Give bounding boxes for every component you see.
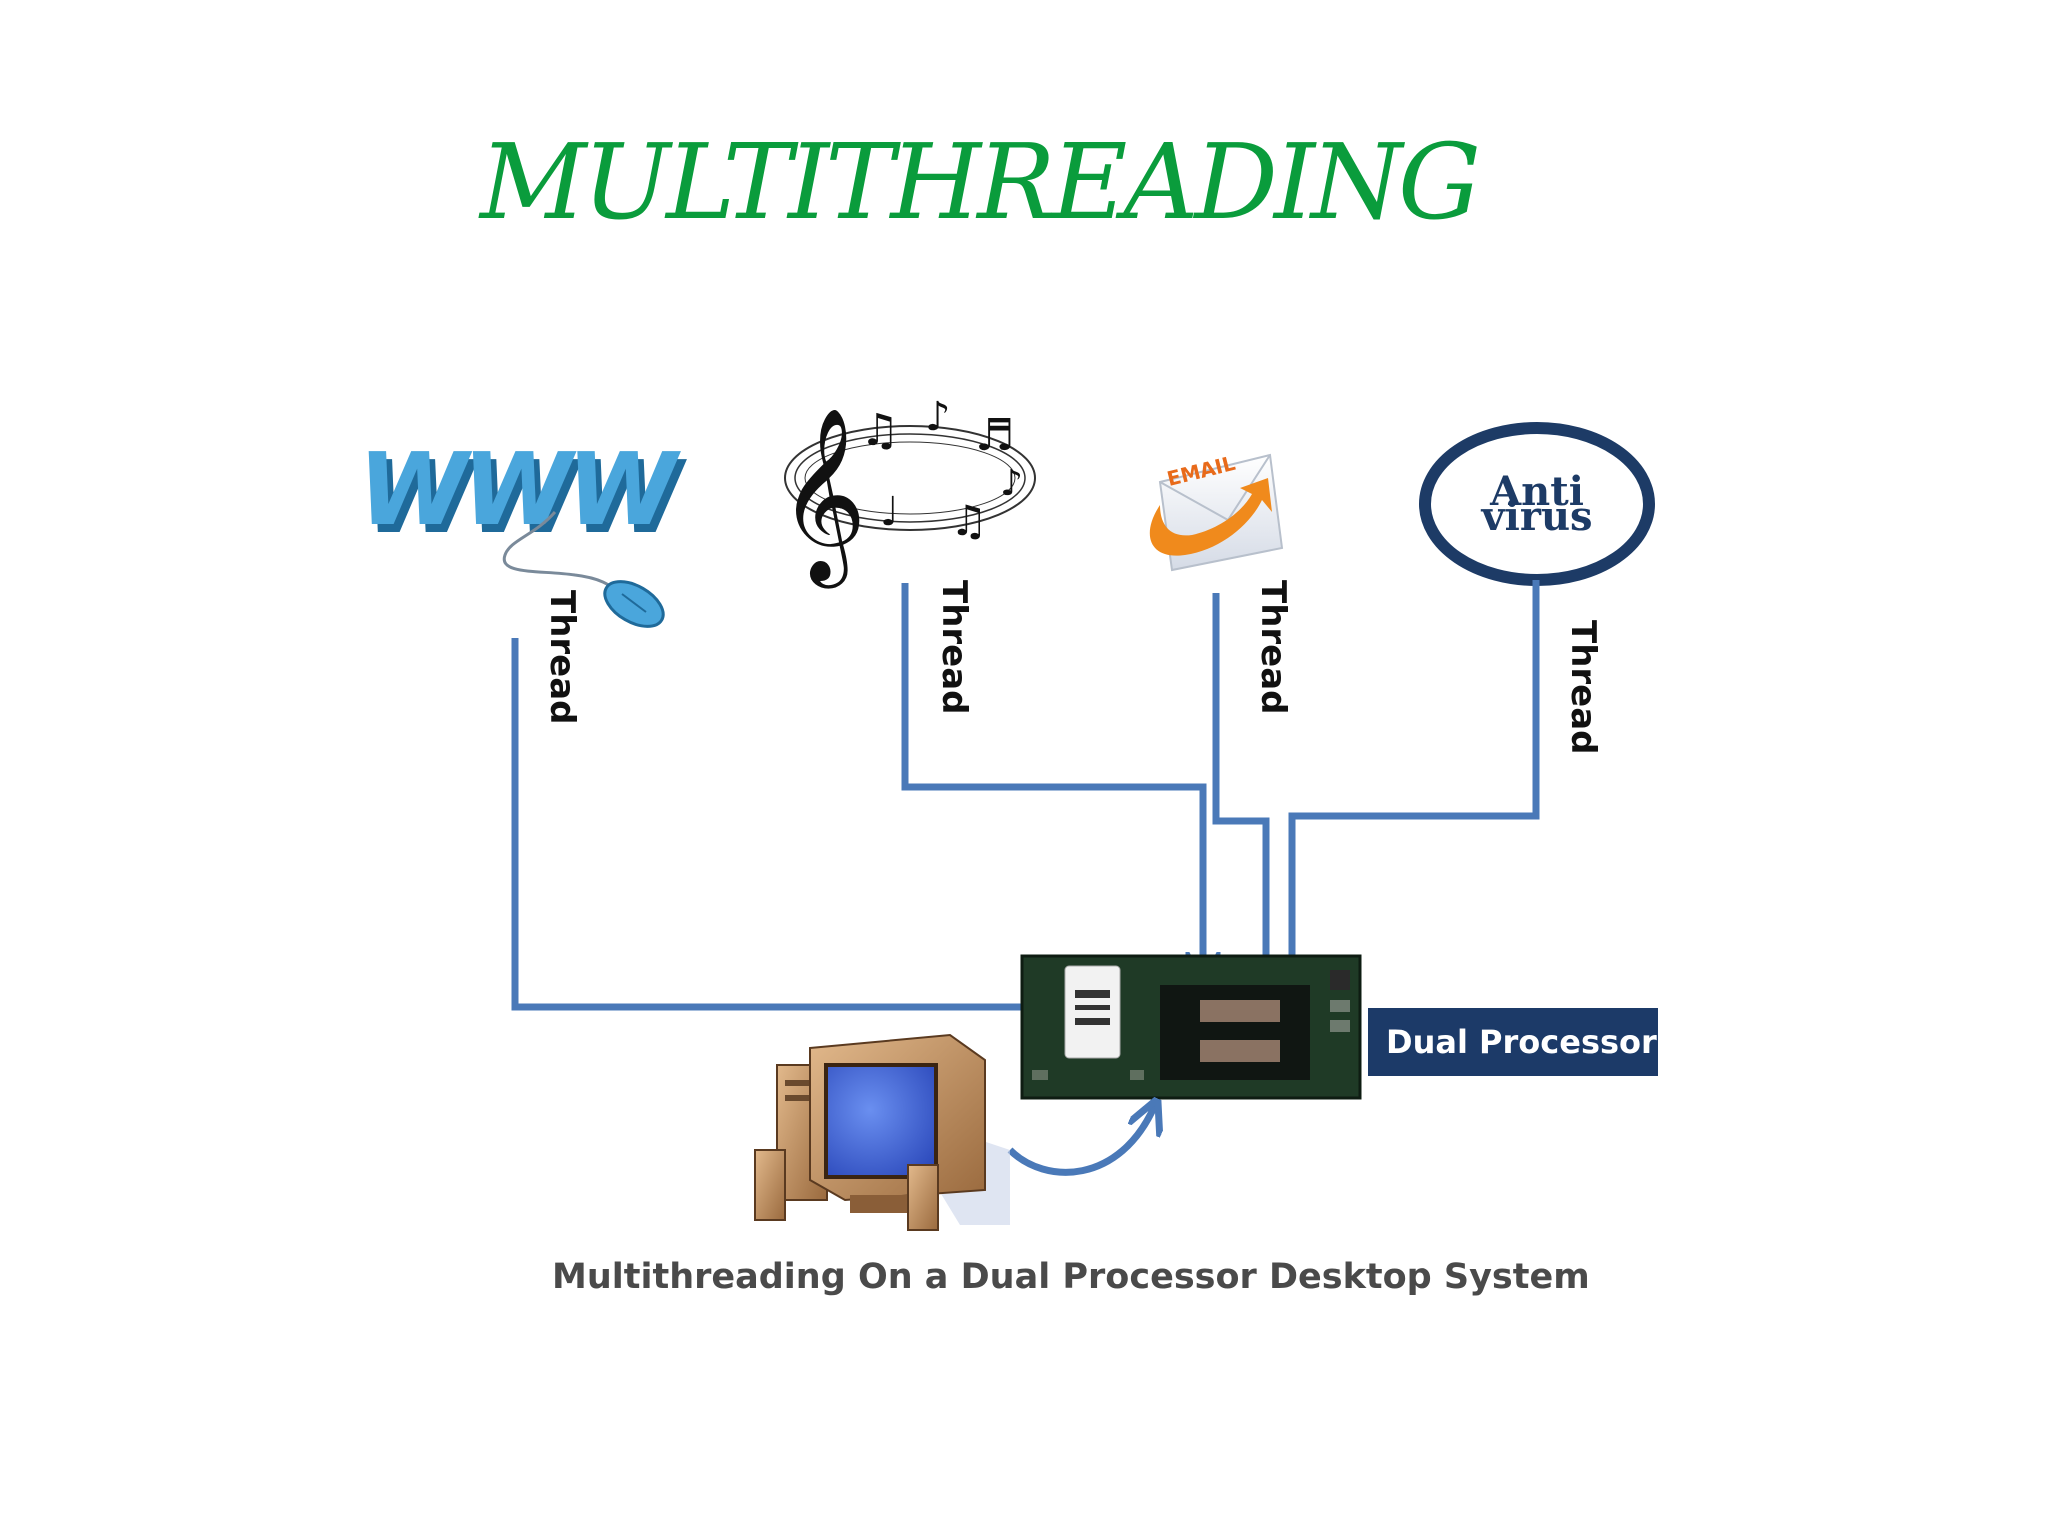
thread-line-1: [511, 638, 1196, 1007]
antivirus-label-line2: virus: [1480, 493, 1592, 540]
mouse-icon: [502, 511, 665, 628]
dual-processor-text: Dual Processor: [1386, 1023, 1657, 1061]
diagram-caption: Multithreading On a Dual Processor Deskt…: [552, 1257, 1590, 1297]
www-icon-shadow: WWW: [364, 439, 688, 556]
email-icon: EMAIL: [1149, 451, 1284, 572]
antivirus-icon: Anti virus: [1419, 422, 1655, 586]
thread-connectors: [511, 580, 1540, 1035]
thread-line-4: [1292, 580, 1540, 1035]
dual-processor-label: Dual Processor: [1368, 1008, 1658, 1076]
processor-board: [1020, 954, 1362, 1100]
thread-label-antivirus: Thread: [1563, 620, 1603, 755]
svg-text:𝄞: 𝄞: [778, 407, 867, 589]
svg-text:♫: ♫: [860, 405, 899, 456]
computer-to-processor-arrow: [1007, 1105, 1155, 1176]
svg-text:♬: ♬: [975, 410, 1014, 461]
svg-text:♩: ♩: [880, 489, 899, 535]
thread-label-email: Thread: [1253, 580, 1293, 715]
antivirus-label-line1: Anti: [1489, 468, 1584, 515]
thread-label-music: Thread: [934, 580, 974, 715]
music-notes-icon: 𝄞 ♫ ♪ ♬ ♩ ♫ ♪: [778, 394, 1036, 589]
desktop-computer-icon: [754, 1033, 1010, 1231]
svg-text:♪: ♪: [1000, 463, 1023, 504]
slide-title: MULTITHREADING: [480, 121, 1481, 243]
svg-text:♪: ♪: [925, 394, 951, 440]
svg-text:♫: ♫: [950, 496, 988, 545]
thread-line-3: [1212, 593, 1266, 1030]
thread-line-2: [901, 583, 1203, 980]
www-icon-text: WWW: [358, 431, 682, 548]
thread-label-www: Thread: [542, 590, 582, 725]
www-icon: WWW WWW: [358, 431, 694, 556]
